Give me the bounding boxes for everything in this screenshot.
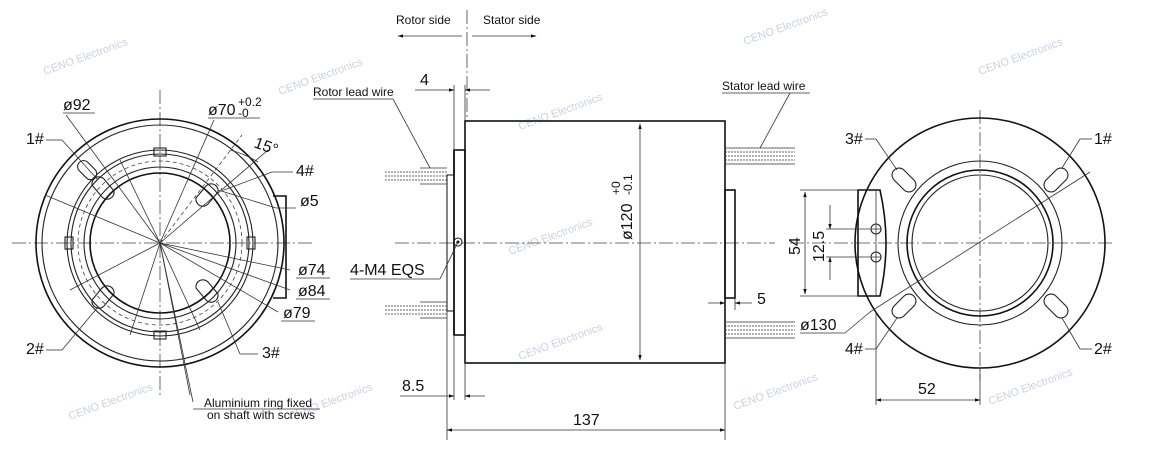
stator-lead-wire-label: Stator lead wire xyxy=(722,79,806,93)
dim-d130: ø130 xyxy=(800,317,837,334)
watermark: CENO Electronics xyxy=(977,36,1065,78)
rotor-side-label: Rotor side xyxy=(396,13,451,27)
dim-8-5: 8.5 xyxy=(402,378,424,395)
hole-label-1: 1# xyxy=(26,131,44,148)
dim-d70-tol-lower: -0 xyxy=(238,106,249,120)
watermark: CENO Electronics xyxy=(517,91,605,133)
dim-angle-15: 15° xyxy=(252,135,281,159)
aluminium-ring-note-line1: Aluminium ring fixed xyxy=(204,396,312,410)
dim-d79: ø79 xyxy=(283,305,311,322)
dim-4: 4 xyxy=(420,72,429,89)
stator-wires xyxy=(725,147,795,339)
watermark: CENO Electronics xyxy=(42,36,130,78)
watermark: CENO Electronics xyxy=(67,381,155,423)
dim-d120: ø120 xyxy=(619,203,636,240)
dim-54: 54 xyxy=(787,237,804,255)
watermark: CENO Electronics xyxy=(987,366,1075,408)
rotor-wires xyxy=(385,167,447,319)
stator-side-label: Stator side xyxy=(483,13,541,27)
watermark: CENO Electronics xyxy=(517,321,605,363)
dim-d120-tol-upper: +0 xyxy=(609,181,623,195)
right-end-view: 54 12.5 ø130 3# 1# 4# 2# 52 xyxy=(787,110,1115,405)
side-view: Rotor side Stator side xyxy=(313,10,810,440)
dim-5: 5 xyxy=(757,291,766,308)
dim-d74: ø74 xyxy=(298,262,326,279)
watermark: CENO Electronics xyxy=(507,216,595,258)
dim-d120-tol-lower: -0.1 xyxy=(621,174,635,195)
dim-12-5: 12.5 xyxy=(811,231,828,262)
hole-label-3: 3# xyxy=(262,345,280,362)
dim-52: 52 xyxy=(918,381,936,398)
watermarks: CENO Electronics CENO Electronics CENO E… xyxy=(42,6,1075,423)
thread-label: 4-M4 EQS xyxy=(350,262,425,279)
dim-d92: ø92 xyxy=(63,97,91,114)
hole-label-2: 2# xyxy=(26,341,44,358)
hole-label-4: 4# xyxy=(845,341,863,358)
dim-d84: ø84 xyxy=(298,283,326,300)
rotor-lead-wire-label: Rotor lead wire xyxy=(313,85,394,99)
hole-label-3: 3# xyxy=(845,131,863,148)
dim-137: 137 xyxy=(573,412,600,429)
dim-d70-tol-upper: +0.2 xyxy=(238,95,262,109)
dim-d70: ø70 xyxy=(208,102,236,119)
hole-label-2: 2# xyxy=(1094,341,1112,358)
left-end-view: ø92 ø70 +0.2 -0 15° 1# 4# ø5 ø74 ø84 ø79… xyxy=(12,90,330,422)
hole-label-4: 4# xyxy=(296,163,314,180)
watermark: CENO Electronics xyxy=(732,371,820,413)
hole-label-1: 1# xyxy=(1094,131,1112,148)
dim-d5: ø5 xyxy=(300,193,319,210)
aluminium-ring-note-line2: on shaft with screws xyxy=(207,408,315,422)
watermark: CENO Electronics xyxy=(742,6,830,48)
